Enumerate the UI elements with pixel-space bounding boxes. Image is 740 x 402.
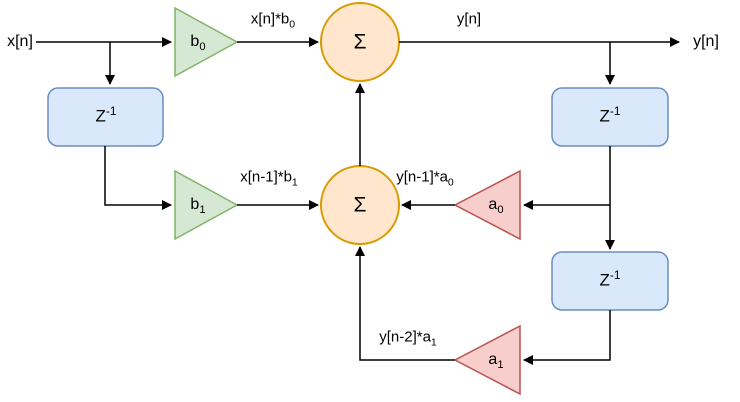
edge-label-x-b1-base: x[n-1]*b (240, 168, 292, 186)
diagram-edges (36, 37, 680, 365)
input-label: x[n] (7, 33, 33, 50)
delay-right-1-base: Z (599, 106, 610, 126)
delay-left-base: Z (95, 106, 106, 126)
diagram-nodes (47, 2, 669, 396)
delay-right-2-sup: -1 (609, 267, 621, 282)
delay-right-1-label: Z-1 (599, 105, 621, 126)
delay-right-1-sup: -1 (609, 103, 621, 118)
sum-top-label: Σ (353, 30, 367, 54)
a1-base: a (488, 351, 498, 368)
edge-a1-to-sum-bottom (355, 246, 455, 361)
edge-label-y-a0-sub: 0 (447, 176, 454, 189)
b0-base: b (190, 33, 200, 50)
b0-gain-label: b0 (190, 33, 206, 54)
edge-label-x-b1: x[n-1]*b1 (240, 168, 298, 188)
edge-label-x-b1-sub: 1 (291, 176, 298, 189)
b0-sub: 0 (199, 41, 206, 54)
edge-delay-left-to-b1 (104, 146, 172, 210)
delay-left-label: Z-1 (95, 105, 117, 126)
delay-right-2-label: Z-1 (599, 269, 621, 290)
edge-label-x-b0-sub: 0 (289, 18, 296, 31)
edge-label-x-b0: x[n]*b0 (250, 10, 295, 30)
edge-label-y-a1: y[n-2]*a1 (379, 328, 437, 348)
b1-sub: 1 (199, 204, 206, 217)
edge-delay-right-2-to-a1 (523, 310, 611, 365)
a0-base: a (488, 196, 498, 213)
edge-label-y-a0-base: y[n-1]*a (396, 168, 448, 186)
edge-feedback-to-a0 (523, 146, 611, 210)
edge-label-y-a1-base: y[n-2]*a (379, 328, 431, 346)
a1-gain-triangle (453, 324, 521, 396)
b0-gain-triangle (174, 6, 239, 78)
sum-bottom-label: Σ (353, 193, 367, 217)
b1-gain-triangle (174, 169, 239, 241)
a0-gain-label: a0 (488, 196, 504, 217)
a0-gain-triangle (453, 169, 521, 241)
delay-left-sup: -1 (105, 103, 117, 118)
edge-label-y-a1-sub: 1 (430, 336, 437, 349)
edge-label-x-b0-base: x[n]*b (250, 10, 290, 28)
edge-label-y-a0: y[n-1]*a0 (396, 168, 454, 188)
delay-right-2-base: Z (599, 270, 610, 290)
b1-gain-label: b1 (190, 196, 206, 217)
a1-sub: 1 (497, 359, 504, 372)
a0-sub: 0 (497, 204, 504, 217)
a1-gain-label: a1 (488, 351, 504, 372)
b1-base: b (190, 196, 200, 213)
edge-label-y-out: y[n] (456, 10, 482, 28)
output-label: y[n] (693, 33, 719, 50)
